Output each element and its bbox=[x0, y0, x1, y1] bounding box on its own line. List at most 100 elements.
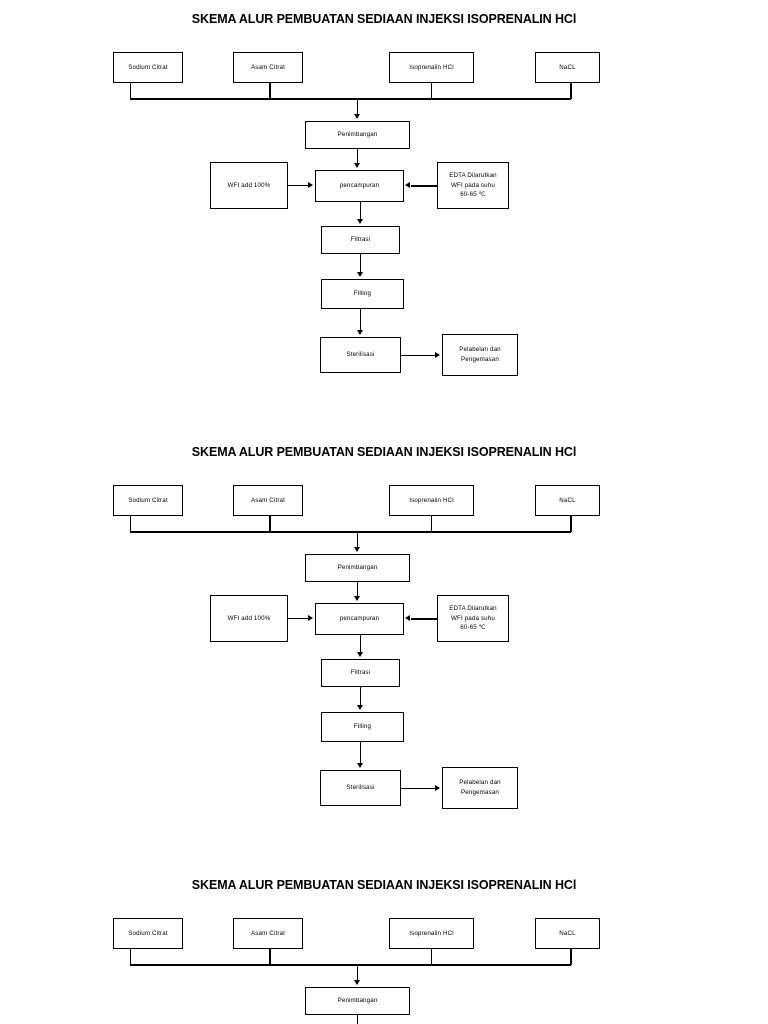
node-asam-citrat: Asam Citrat bbox=[233, 918, 303, 949]
node-sodium-citrat: Sodium Citrat bbox=[113, 485, 183, 516]
node-nacl: NaCL bbox=[535, 485, 600, 516]
connector-stub-nacl bbox=[570, 516, 573, 532]
arrowhead-wfi-to-pencampuran bbox=[308, 182, 313, 188]
node-label-line-1: Pelabelan dan bbox=[459, 346, 501, 354]
connector-sterilisasi-to-pelabelan bbox=[401, 355, 436, 357]
arrowhead-edta-to-pencampuran bbox=[405, 615, 410, 621]
node-label: Asam Citrat bbox=[251, 929, 285, 937]
node-label-line-1: Pelabelan dan bbox=[459, 779, 501, 787]
node-filtrasi: Filtrasi bbox=[321, 659, 400, 687]
node-label: Sterilisasi bbox=[346, 351, 375, 359]
connector-penimbangan-to-pencampuran bbox=[357, 149, 359, 164]
connector-stub-asam bbox=[269, 516, 272, 532]
node-label-line-3: 60-65 ℃ bbox=[460, 624, 486, 632]
arrowhead-to-pelabelan bbox=[435, 785, 440, 791]
connector-wfi-to-pencampuran bbox=[288, 618, 309, 620]
node-label: NaCL bbox=[559, 496, 576, 504]
node-sterilisasi: Sterilisasi bbox=[320, 337, 401, 373]
node-pencampuran: pencampuran bbox=[315, 170, 404, 202]
arrowhead-to-pencampuran bbox=[354, 163, 360, 168]
node-sterilisasi: Sterilisasi bbox=[320, 770, 401, 806]
node-label: Sterilisasi bbox=[346, 784, 375, 792]
connector-penimbangan-to-pencampuran bbox=[357, 1015, 359, 1024]
connector-bus-line bbox=[130, 531, 571, 534]
node-label: pencampuran bbox=[339, 615, 380, 623]
connector-pencampuran-to-filtrasi bbox=[360, 635, 362, 653]
node-label: Isoprenalin HCl bbox=[409, 496, 454, 504]
node-filling: Filling bbox=[321, 712, 404, 742]
node-isoprenalin-hcl: Isoprenalin HCl bbox=[389, 918, 474, 949]
arrowhead-to-sterilisasi bbox=[357, 763, 363, 768]
page-title: SKEMA ALUR PEMBUATAN SEDIAAN INJEKSI ISO… bbox=[191, 445, 577, 459]
node-label: Isoprenalin HCl bbox=[409, 63, 454, 71]
node-label: Penimbangan bbox=[337, 564, 378, 572]
node-pencampuran: pencampuran bbox=[315, 603, 404, 635]
node-filling: Filling bbox=[321, 279, 404, 309]
flowchart-instance-3: SKEMA ALUR PEMBUATAN SEDIAAN INJEKSI ISO… bbox=[0, 866, 768, 1024]
node-label: Penimbangan bbox=[337, 997, 378, 1005]
node-label-line-3: 60-65 ℃ bbox=[460, 191, 486, 199]
node-pelabelan-pengemasan: Pelabelan dan Pengemasan bbox=[442, 334, 518, 376]
node-label: NaCL bbox=[559, 63, 576, 71]
node-label: Asam Citrat bbox=[251, 496, 285, 504]
arrowhead-to-penimbangan bbox=[354, 547, 360, 552]
node-filtrasi: Filtrasi bbox=[321, 226, 400, 254]
connector-bus-line bbox=[130, 98, 571, 101]
flowchart-instance-1: SKEMA ALUR PEMBUATAN SEDIAAN INJEKSI ISO… bbox=[0, 0, 768, 400]
node-asam-citrat: Asam Citrat bbox=[233, 52, 303, 83]
connector-sterilisasi-to-pelabelan bbox=[401, 788, 436, 790]
connector-stub-nacl bbox=[570, 949, 573, 965]
node-label-line-1: EDTA Dilarutkan bbox=[449, 605, 497, 613]
node-asam-citrat: Asam Citrat bbox=[233, 485, 303, 516]
node-label-line-2: Pengemasan bbox=[461, 789, 499, 796]
connector-bus-to-penimbangan bbox=[357, 964, 359, 981]
connector-stub-sodium bbox=[130, 516, 132, 532]
node-label: Filtrasi bbox=[350, 669, 371, 677]
arrowhead-to-pencampuran bbox=[354, 596, 360, 601]
node-wfi-add: WFI add 100% bbox=[210, 595, 288, 642]
node-label: Sodium Citrat bbox=[128, 63, 168, 71]
connector-stub-asam bbox=[269, 949, 272, 965]
node-nacl: NaCL bbox=[535, 52, 600, 83]
node-isoprenalin-hcl: Isoprenalin HCl bbox=[389, 52, 474, 83]
connector-wfi-to-pencampuran bbox=[288, 185, 309, 187]
connector-penimbangan-to-pencampuran bbox=[357, 582, 359, 597]
node-label: Isoprenalin HCl bbox=[409, 929, 454, 937]
arrowhead-to-filtrasi bbox=[357, 652, 363, 657]
node-isoprenalin-hcl: Isoprenalin HCl bbox=[389, 485, 474, 516]
node-label: Filling bbox=[353, 290, 372, 298]
connector-edta-to-pencampuran bbox=[411, 618, 437, 621]
node-label: NaCL bbox=[559, 929, 576, 937]
flowchart-instance-2: SKEMA ALUR PEMBUATAN SEDIAAN INJEKSI ISO… bbox=[0, 433, 768, 833]
node-label: WFI add 100% bbox=[227, 614, 271, 622]
connector-stub-sodium bbox=[130, 83, 132, 99]
arrowhead-to-penimbangan bbox=[354, 114, 360, 119]
connector-filling-to-sterilisasi bbox=[360, 742, 362, 764]
node-label: Sodium Citrat bbox=[128, 496, 168, 504]
connector-filtrasi-to-filling bbox=[360, 687, 362, 706]
node-penimbangan: Penimbangan bbox=[305, 987, 410, 1015]
arrowhead-to-sterilisasi bbox=[357, 330, 363, 335]
node-label-line-1: EDTA Dilarutkan bbox=[449, 172, 497, 180]
connector-stub-isoprenalin bbox=[431, 83, 433, 99]
node-label-line-2: WFI pada suhu bbox=[451, 181, 495, 189]
node-label: WFI add 100% bbox=[227, 181, 271, 189]
node-edta-dilarutkan: EDTA Dilarutkan WFI pada suhu 60-65 ℃ bbox=[437, 595, 509, 642]
connector-bus-line bbox=[130, 964, 571, 967]
arrowhead-wfi-to-pencampuran bbox=[308, 615, 313, 621]
node-penimbangan: Penimbangan bbox=[305, 554, 410, 582]
connector-stub-asam bbox=[269, 83, 272, 99]
connector-filtrasi-to-filling bbox=[360, 254, 362, 273]
node-sodium-citrat: Sodium Citrat bbox=[113, 52, 183, 83]
page-title: SKEMA ALUR PEMBUATAN SEDIAAN INJEKSI ISO… bbox=[191, 878, 577, 892]
node-label-line-2: Pengemasan bbox=[461, 356, 499, 363]
connector-stub-isoprenalin bbox=[431, 949, 433, 965]
node-wfi-add: WFI add 100% bbox=[210, 162, 288, 209]
node-label-line-2: WFI pada suhu bbox=[451, 614, 495, 622]
arrowhead-to-filling bbox=[357, 272, 363, 277]
arrowhead-to-penimbangan bbox=[354, 980, 360, 985]
connector-filling-to-sterilisasi bbox=[360, 309, 362, 331]
arrowhead-to-pelabelan bbox=[435, 352, 440, 358]
node-label: pencampuran bbox=[339, 182, 380, 190]
